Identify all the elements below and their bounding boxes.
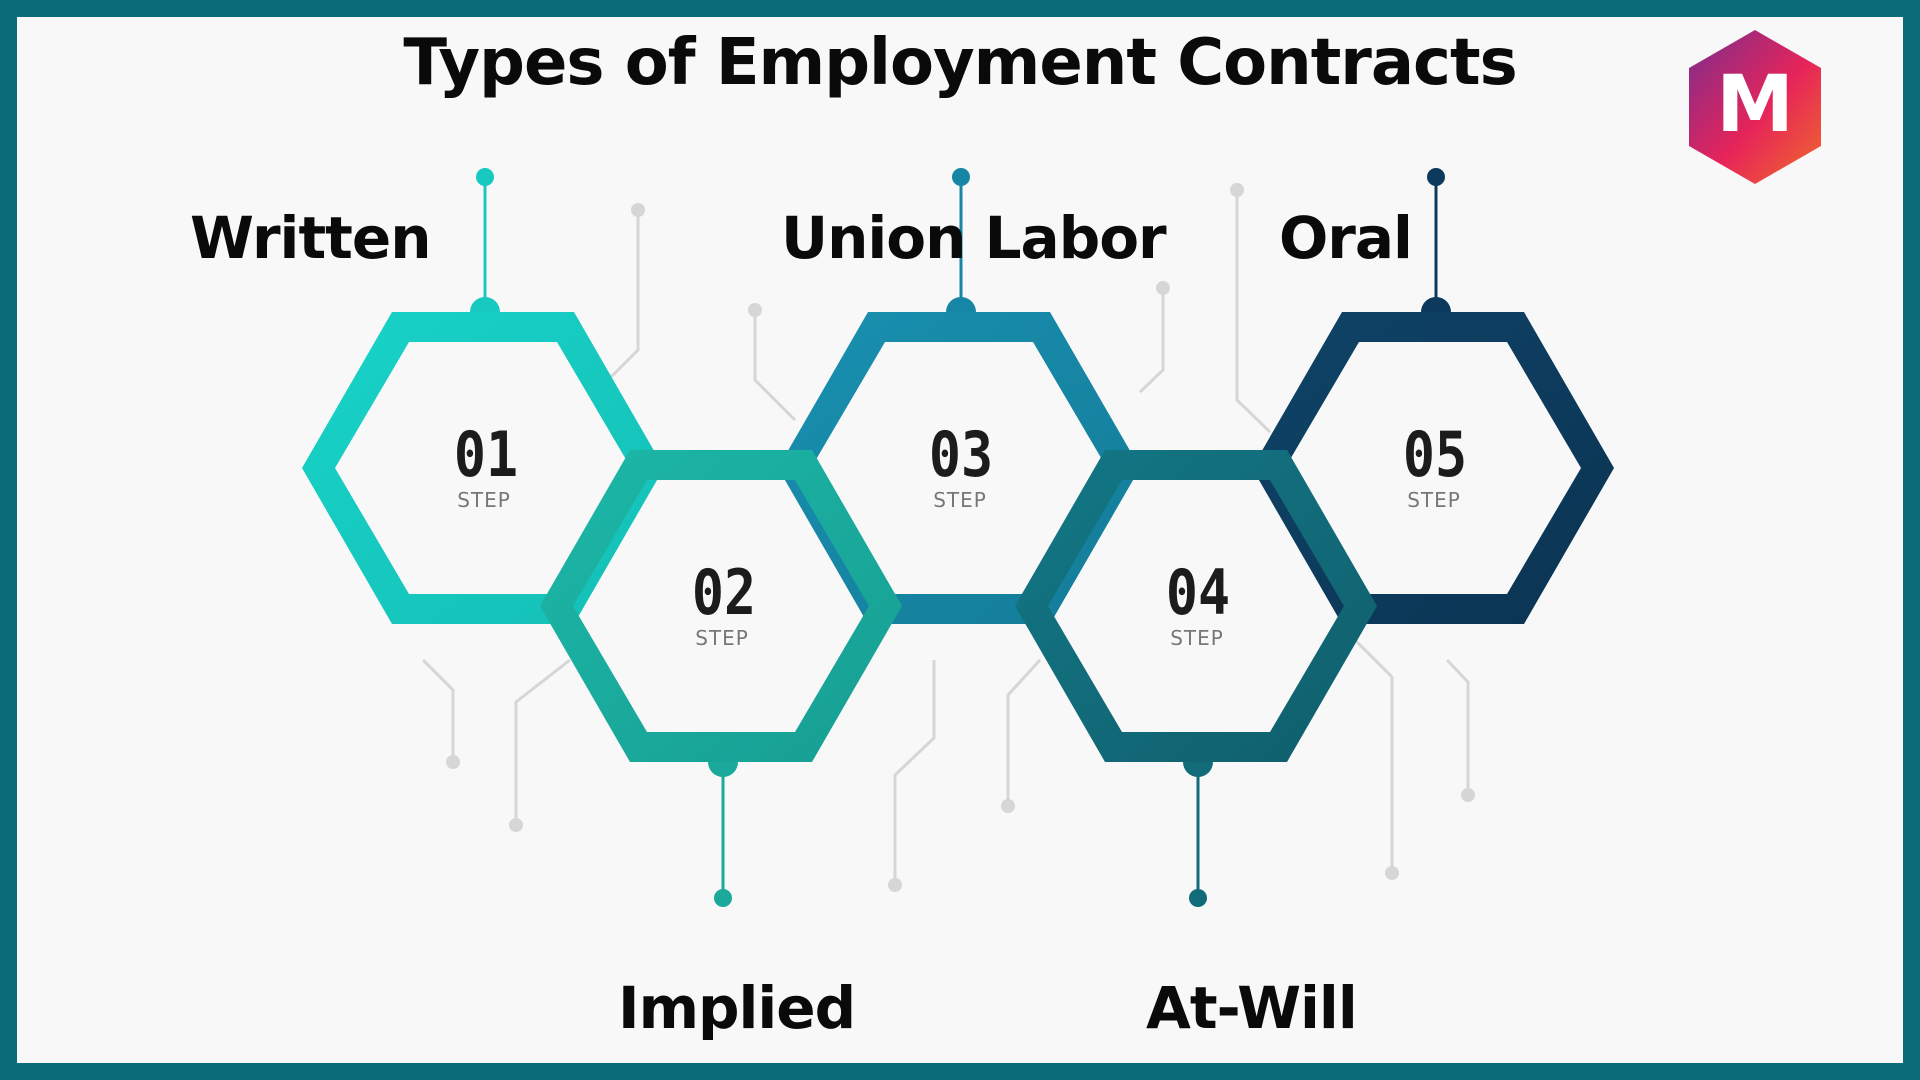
step-number-01: 01 — [453, 418, 519, 491]
label-written: Written — [190, 204, 432, 272]
connector-02 — [708, 762, 738, 907]
connector-04 — [1183, 762, 1213, 907]
step-number-05: 05 — [1402, 418, 1468, 491]
circuit-decoration — [421, 190, 1470, 885]
page-title: Types of Employment Contracts — [403, 26, 1517, 100]
step-caption-03: STEP — [933, 488, 987, 512]
label-oral: Oral — [1279, 204, 1413, 272]
connector-05 — [1421, 168, 1451, 312]
step-number-04: 04 — [1165, 556, 1231, 629]
brand-logo-letter: M — [1716, 60, 1794, 150]
label-at-will: At-Will — [1146, 974, 1358, 1042]
step-caption-04: STEP — [1170, 626, 1224, 650]
connector-03 — [946, 168, 976, 312]
label-implied: Implied — [618, 974, 856, 1042]
step-number-02: 02 — [691, 556, 757, 629]
brand-logo — [1689, 30, 1821, 184]
label-union-labor: Union Labor — [781, 204, 1167, 272]
circuit-dots — [446, 183, 1475, 892]
step-caption-05: STEP — [1407, 488, 1461, 512]
connector-01 — [470, 168, 500, 312]
step-caption-01: STEP — [457, 488, 511, 512]
step-number-03: 03 — [928, 418, 994, 491]
step-caption-02: STEP — [695, 626, 749, 650]
